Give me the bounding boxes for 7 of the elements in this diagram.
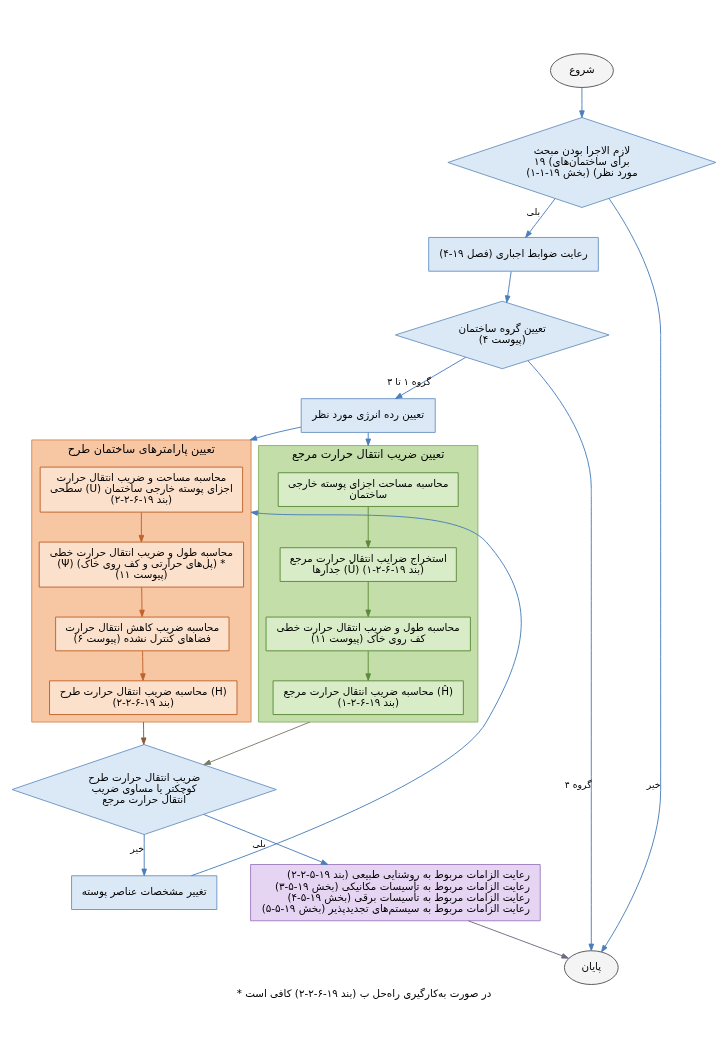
edge-label: بلی bbox=[252, 837, 266, 849]
edge-label: گروه ۱ تا ۳ bbox=[387, 375, 431, 387]
edge-label: بلی bbox=[526, 205, 541, 217]
edge-label: خیر bbox=[646, 778, 661, 790]
caption: * در صورت به‌کارگیری راه‌حل ب (بند ۱۹-۶-۲-۲) کافی است bbox=[236, 986, 492, 998]
edge-label: خیر bbox=[130, 842, 145, 854]
edge-label: گروه ۴ bbox=[564, 778, 592, 790]
